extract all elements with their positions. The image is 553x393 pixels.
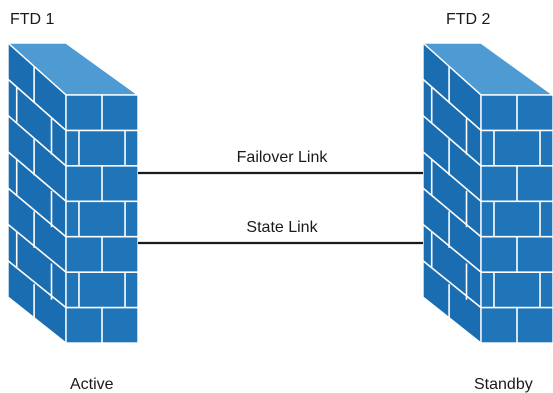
- mortar-line: [7, 151, 67, 202]
- mortar-line: [422, 151, 482, 202]
- role-label-standby: Standby: [474, 376, 533, 393]
- role-label-active: Active: [70, 376, 114, 393]
- state-link-label: State Link: [246, 219, 318, 236]
- mortar-line: [7, 114, 67, 167]
- device-name-ftd2: FTD 2: [446, 11, 491, 28]
- mortar-line: [7, 187, 67, 238]
- mortar-line: [7, 78, 67, 132]
- firewall-front-face: [480, 94, 553, 344]
- mortar-line: [422, 114, 482, 167]
- firewall-front-face: [65, 94, 139, 344]
- mortar-line: [422, 187, 482, 238]
- mortar-line: [422, 223, 482, 273]
- mortar-line: [422, 260, 482, 309]
- mortar-line: [422, 78, 482, 132]
- firewall-icon: [421, 41, 553, 345]
- mortar-line: [7, 260, 67, 309]
- firewall-icon: [6, 41, 141, 345]
- device-name-ftd1: FTD 1: [10, 11, 55, 28]
- failover-link-label: Failover Link: [237, 149, 329, 166]
- mortar-line: [7, 223, 67, 273]
